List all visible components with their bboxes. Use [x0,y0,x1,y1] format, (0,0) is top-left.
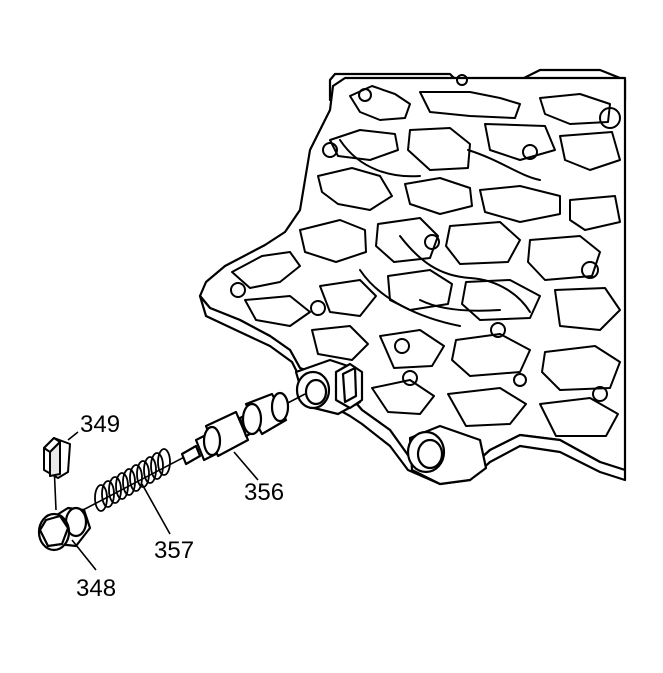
callout-356: 356 [244,479,284,506]
leader-357 [141,483,171,535]
part-356-valve [180,391,290,466]
bolt-holes [230,74,621,402]
callout-349: 349 [80,411,120,438]
callout-348: 348 [76,575,116,602]
leader-lines [67,431,259,571]
leader-356 [233,451,259,481]
fluid-passages [231,85,621,437]
part-348-bore-plug [37,506,92,552]
front-boss-bore-inner [416,438,444,470]
valve-bore-inner [304,378,328,406]
part-357-spring [94,448,171,512]
callout-357: 357 [154,537,194,564]
leader-348 [71,539,97,571]
leader-349 [67,431,79,441]
part-349-retainer-key [43,437,71,479]
retainer-slot-edge [341,366,358,404]
